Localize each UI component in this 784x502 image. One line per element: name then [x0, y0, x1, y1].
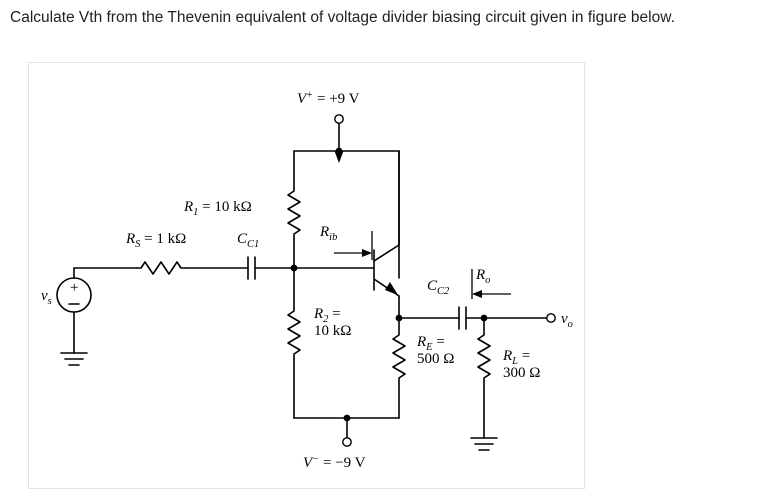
- resistor-r2-symbol: [287, 307, 301, 360]
- resistor-re-symbol: [392, 317, 406, 419]
- source-plus-sign: +: [70, 280, 78, 296]
- resistor-rl-label-line1: RL =: [502, 348, 530, 367]
- resistor-rs-label: RS = 1 kΩ: [125, 231, 186, 250]
- circuit-diagram: V+ = +9 V R1 = 10 kΩ RS = 1 kΩ CC1: [41, 90, 573, 471]
- supply-negative-label: V− = −9 V: [303, 454, 366, 471]
- transistor-collector-lead: [373, 244, 400, 262]
- capacitor-cc1-label: CC1: [237, 231, 259, 250]
- resistor-rl-label-line2: 300 Ω: [503, 365, 540, 381]
- resistor-re-label-line2: 500 Ω: [417, 351, 454, 367]
- supply-positive-label: V+ = +9 V: [297, 90, 360, 107]
- output-terminal-vo: [546, 313, 556, 323]
- supply-negative-terminal: [342, 437, 352, 447]
- resistor-r1-label: R1 = 10 kΩ: [183, 199, 252, 218]
- ro-arrow-icon: [472, 290, 482, 298]
- transistor-emitter-arrow-icon: [385, 282, 398, 295]
- source-vs-label: vs: [41, 288, 52, 307]
- output-label-vo: vo: [561, 311, 573, 330]
- resistor-r1-symbol: [287, 187, 301, 240]
- rib-label: Rib: [319, 224, 337, 243]
- node-dot-supply: [335, 147, 343, 155]
- resistor-rs-symbol: [136, 261, 187, 275]
- resistor-re-label-line1: RE =: [416, 334, 445, 353]
- resistor-r2-label-line1: R2 =: [313, 306, 341, 325]
- question-text: Calculate Vth from the Thevenin equivale…: [10, 9, 675, 26]
- ro-label: Ro: [475, 267, 490, 286]
- resistor-r2-label-line2: 10 kΩ: [314, 323, 351, 339]
- circuit-figure-panel: V+ = +9 V R1 = 10 kΩ RS = 1 kΩ CC1: [28, 62, 585, 489]
- resistor-rl-symbol: [477, 317, 491, 439]
- supply-positive-terminal: [334, 114, 344, 124]
- supply-arrow-icon: [334, 151, 344, 163]
- capacitor-cc2-label: CC2: [427, 278, 450, 297]
- rib-arrow-icon: [362, 249, 372, 257]
